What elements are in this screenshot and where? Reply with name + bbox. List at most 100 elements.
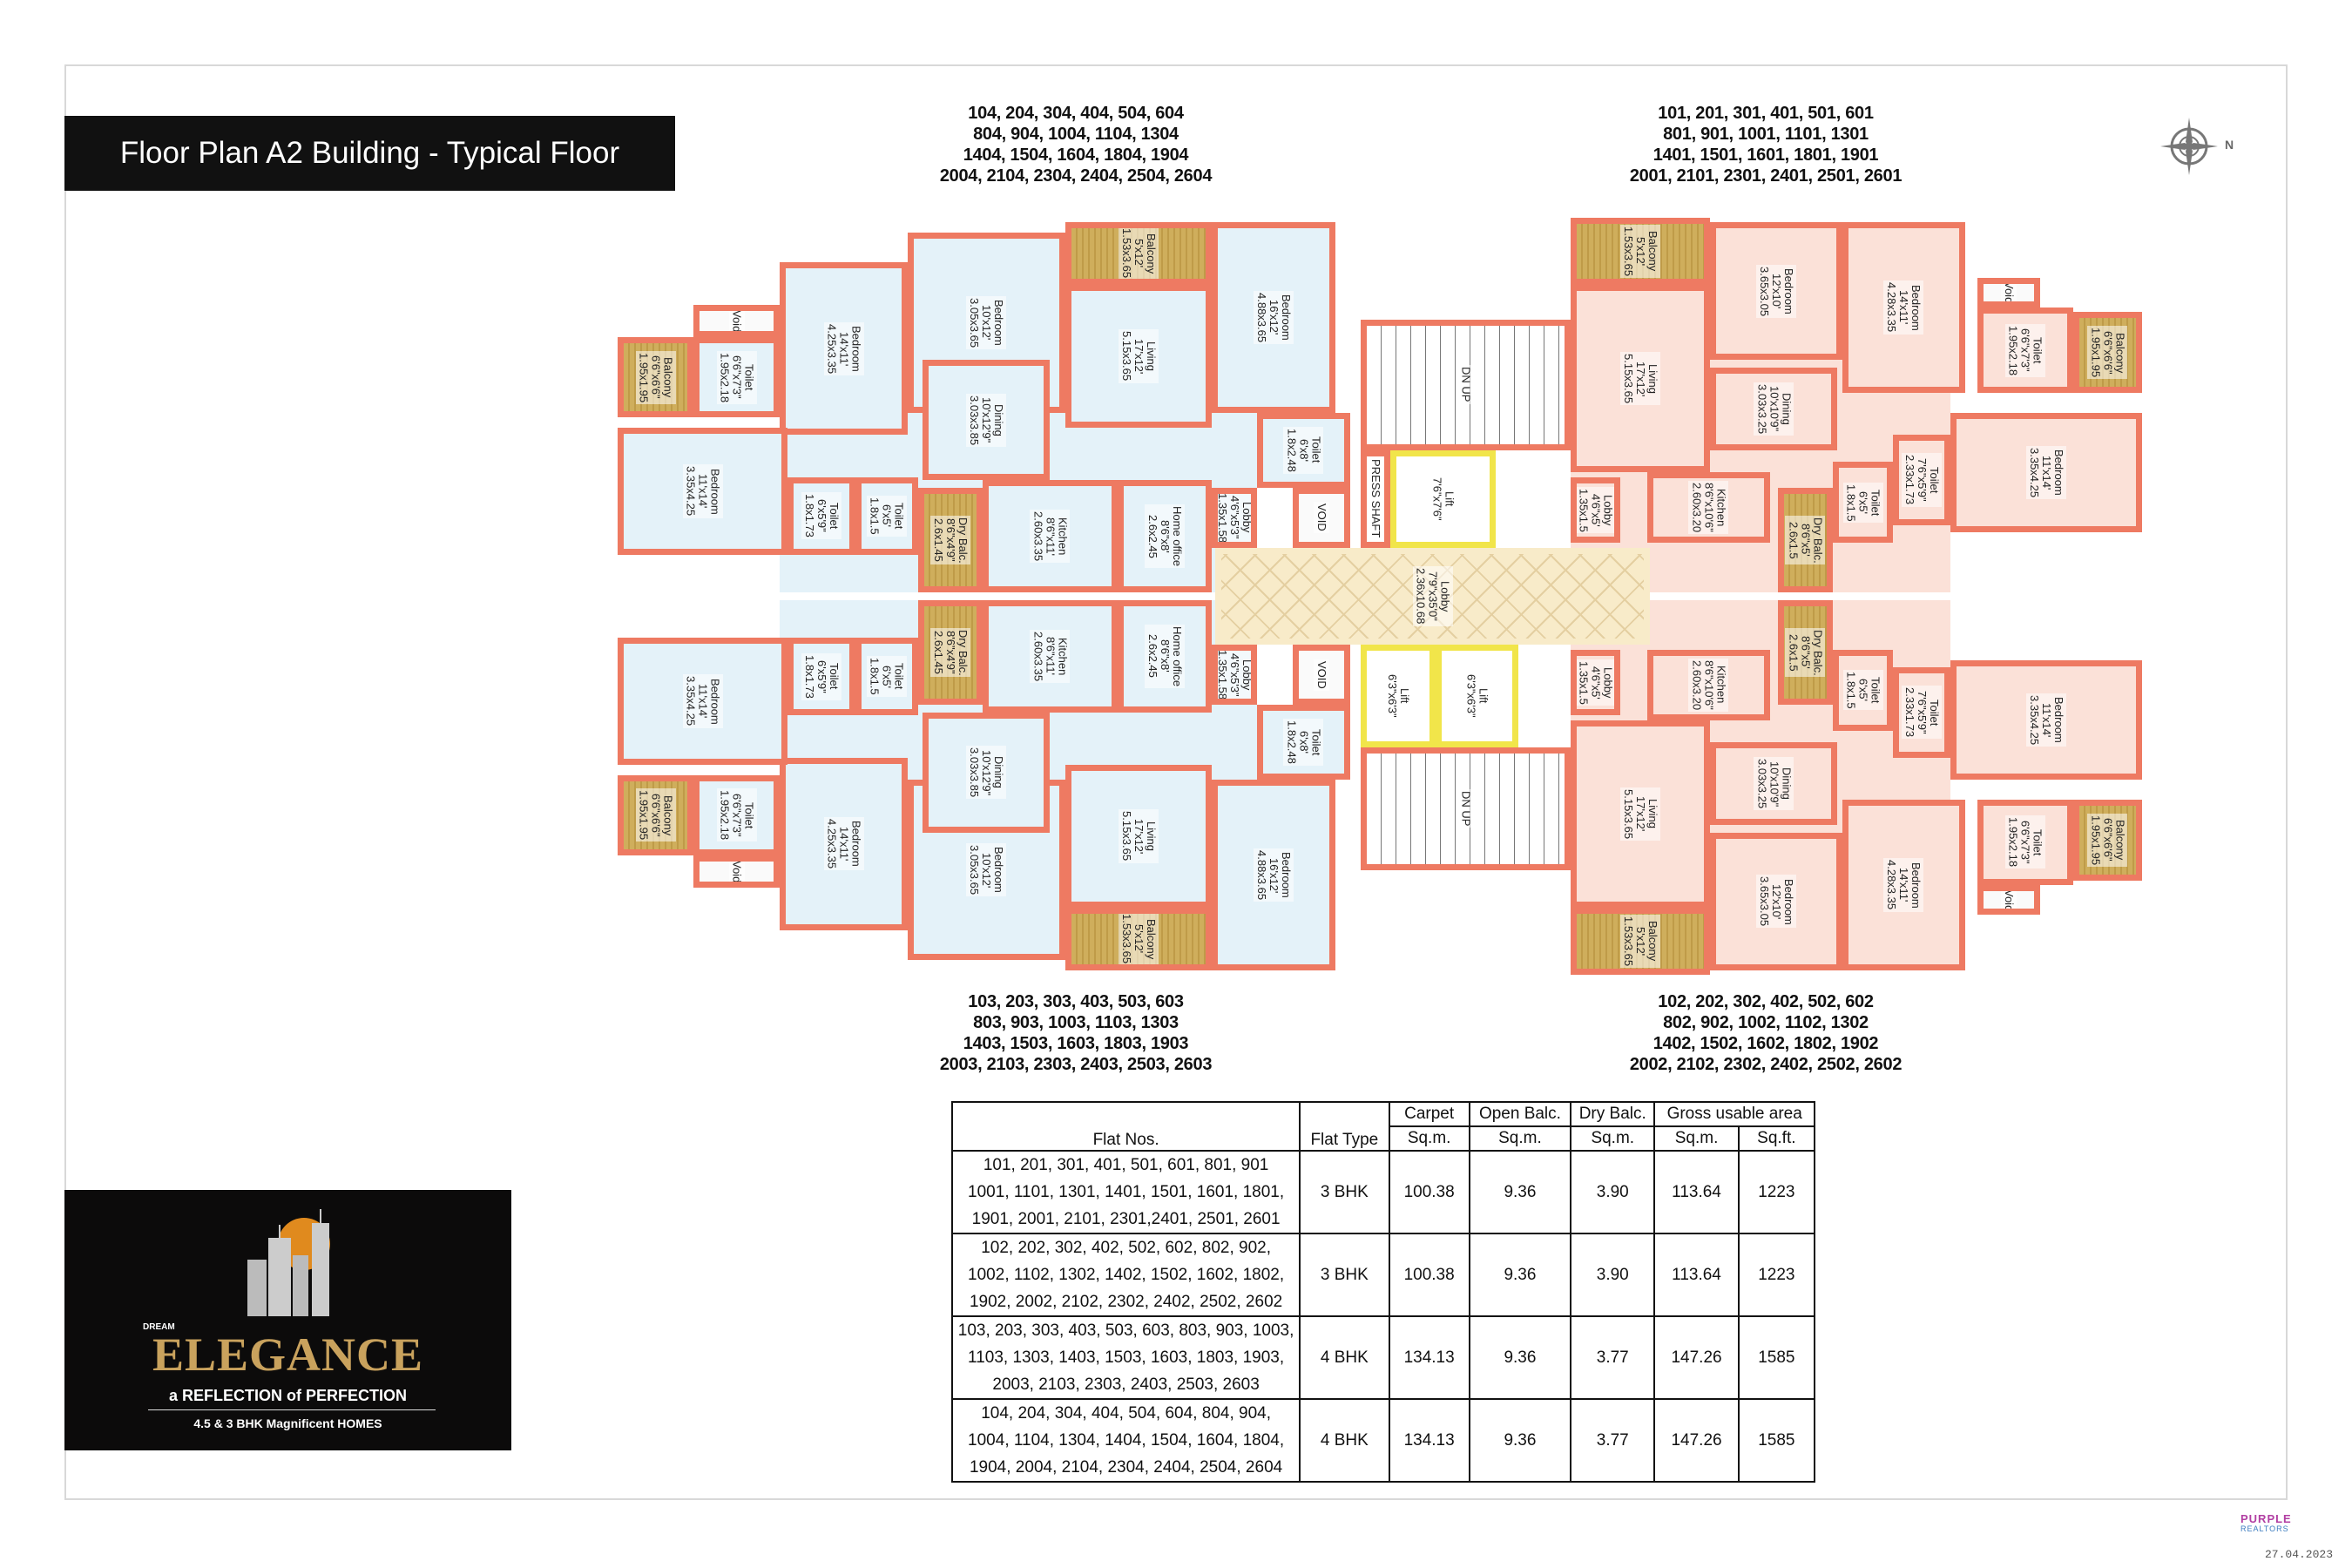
room-name: Balcony (661, 356, 675, 398)
room-metric: 1.95x1.95 (637, 790, 651, 841)
room-name: Dining (992, 403, 1006, 436)
table-row: 103, 203, 303, 403, 503, 603, 803, 903, … (950, 1315, 1816, 1400)
room-imperial: 12'x10' (1769, 883, 1783, 920)
room-metric: 1.8x2.48 (1285, 720, 1299, 765)
area-table: Flat Nos. Flat Type Carpet Open Balc. Dr… (950, 1101, 1816, 1483)
room-name: Dining (1780, 392, 1794, 425)
room-imperial: 10'x12' (980, 852, 994, 888)
room-metric: 2.60x3.35 (1031, 631, 1045, 681)
room-imperial: 10'x12'9" (980, 749, 994, 795)
page-frame (64, 64, 2288, 1500)
logo-dream: DREAM (143, 1322, 175, 1332)
room-imperial: 4'6"x5' (1589, 666, 1603, 700)
header-gross-sqm: Sq.m. (1653, 1125, 1740, 1152)
room-name: Bedroom (1909, 284, 1923, 331)
core-room: DN UP (1360, 319, 1571, 450)
flat-line: 101, 201, 301, 401, 501, 601 (1658, 104, 1874, 123)
room-imperial: 6'x5' (1856, 679, 1870, 702)
cell-gross-sqft: 1223 (1737, 1150, 1816, 1234)
unit-101-room: Dry Balc.8'6"x5'2.6x1.5 (1777, 487, 1834, 593)
unit-102-room: Dry Balc.8'6"x5'2.6x1.5 (1777, 599, 1834, 706)
room-name: Dry Balc. (956, 629, 970, 676)
room-imperial: 6'x5' (880, 504, 894, 528)
flat-nos-line: 104, 204, 304, 404, 504, 604, 804, 904, (981, 1404, 1271, 1423)
room-metric: 1.8x1.5 (1844, 671, 1858, 709)
room-imperial: 16'x12' (1267, 857, 1281, 893)
room-metric: 1.35x1.58 (1216, 492, 1230, 543)
page-title: Floor Plan A2 Building - Typical Floor (64, 116, 675, 191)
room-name: Bedroom (2051, 449, 2065, 496)
room-name: Void (2002, 281, 2016, 304)
header-open-balc: Open Balc. (1468, 1101, 1572, 1127)
room-imperial: 6'6"x7'3" (2018, 328, 2032, 372)
flat-nos-line: 1001, 1101, 1301, 1401, 1501, 1601, 1801… (968, 1183, 1285, 1201)
room-metric: 4.28x3.35 (1885, 860, 1899, 910)
cell-type: 4 BHK (1299, 1398, 1390, 1483)
room-imperial: 5'x12' (1633, 236, 1647, 266)
room-imperial: 11'x14' (696, 684, 710, 719)
room-metric: 3.03x3.85 (968, 747, 982, 798)
header-gross-sqft: Sq.ft. (1737, 1125, 1816, 1152)
flat-line: 102, 202, 302, 402, 502, 602 (1658, 992, 1874, 1011)
header-flat-nos: Flat Nos. (950, 1101, 1301, 1152)
room-name: Toilet (742, 363, 756, 391)
flat-nos-line: 2003, 2103, 2303, 2403, 2503, 2603 (992, 1375, 1260, 1394)
room-imperial: 8'6"x5' (1799, 636, 1813, 669)
room-imperial: 8'6"x8' (1159, 639, 1173, 673)
flat-nos-line: 1002, 1102, 1302, 1402, 1502, 1602, 1802… (968, 1266, 1285, 1284)
cell-flat-nos: 104, 204, 304, 404, 504, 604, 804, 904,1… (950, 1398, 1301, 1483)
cell-carpet: 100.38 (1388, 1150, 1470, 1234)
room-label: VOID (1314, 502, 1330, 533)
room-imperial: 6'x5' (1856, 490, 1870, 514)
room-imperial: 8'6"x5' (1799, 524, 1813, 557)
cell-open-balc: 9.36 (1468, 1398, 1572, 1483)
unit-104-room: VOID (1293, 487, 1350, 548)
room-name: Home office (1171, 625, 1185, 686)
room-metric: 3.35x4.25 (684, 676, 698, 727)
room-metric: 3.03x3.85 (968, 395, 982, 445)
cell-dry-balc: 3.90 (1570, 1233, 1656, 1317)
room-metric: 2.60x3.20 (1690, 483, 1704, 533)
room-imperial: 6'3"x6'3" (1464, 674, 1478, 718)
room-imperial: 6'6"x6'6" (649, 794, 663, 837)
room-name: Toilet (1869, 489, 1882, 517)
room-name: Dining (1780, 767, 1794, 801)
room-imperial: 8'6"x10'6" (1702, 483, 1716, 533)
table-subheader-row: Sq.m. Sq.m. Sq.m. Sq.m. Sq.ft. (952, 1125, 1816, 1152)
room-imperial: 6'x8' (1297, 438, 1311, 462)
cell-gross-sqm: 147.26 (1653, 1315, 1740, 1400)
room-name: Kitchen (1056, 517, 1070, 556)
cell-gross-sqft: 1585 (1737, 1398, 1816, 1483)
room-metric: 3.03x3.25 (1755, 383, 1769, 434)
room-metric: 4.25x3.35 (825, 819, 839, 869)
flat-line: 802, 902, 1002, 1102, 1302 (1663, 1013, 1869, 1032)
room-label: Dry Balc.8'6"x4'9"2.6x1.45 (929, 515, 970, 565)
flat-line: 1402, 1502, 1602, 1802, 1902 (1652, 1034, 1879, 1053)
room-metric: 2.60x3.35 (1031, 511, 1045, 562)
room-name: Void (2002, 889, 2016, 911)
cell-gross-sqm: 113.64 (1653, 1233, 1740, 1317)
room-name: Home office (1171, 506, 1185, 567)
room-name: Dry Balc. (1811, 517, 1825, 564)
room-name: Balcony (661, 794, 675, 836)
